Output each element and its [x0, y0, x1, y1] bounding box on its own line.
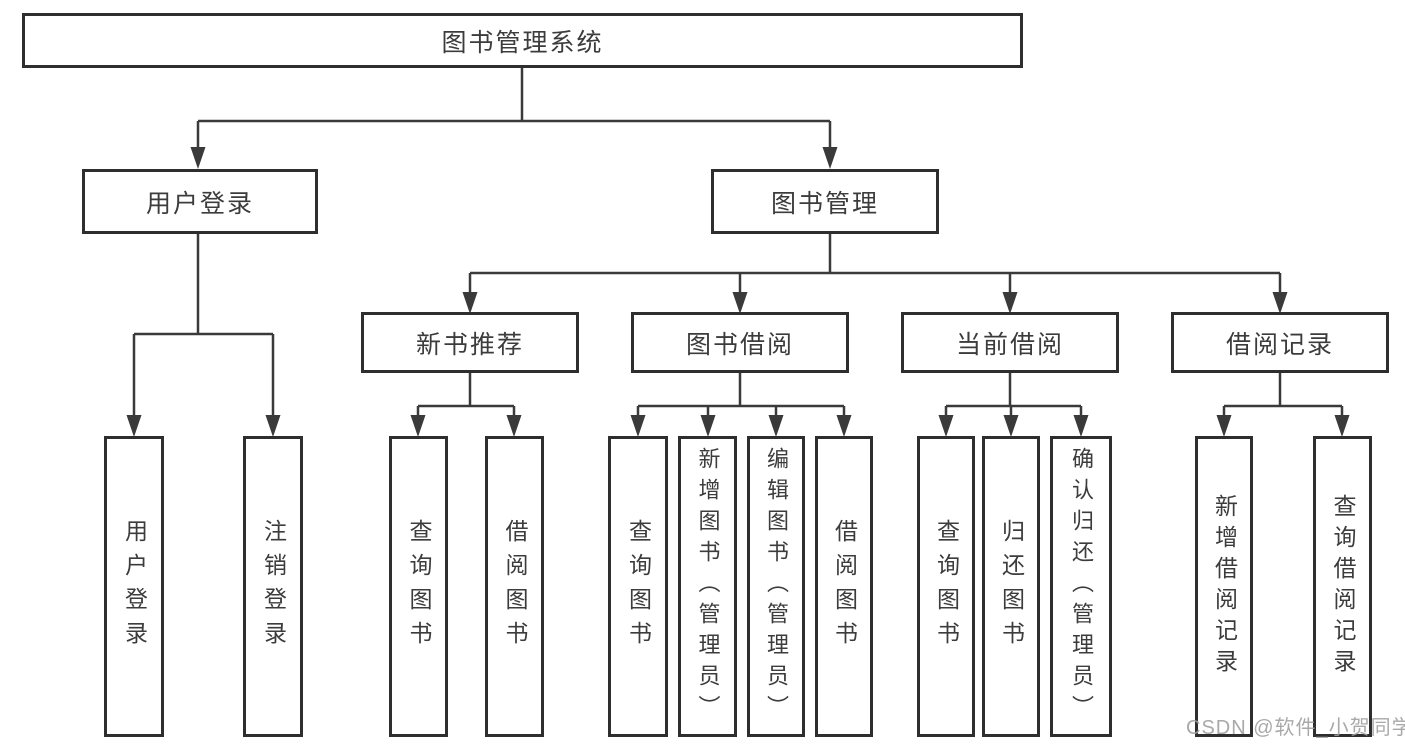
arrowhead: [1003, 415, 1019, 437]
leaf-br-query-record: 查询借阅记录: [1313, 436, 1372, 737]
leaf-rec-query-books: 查询图书: [389, 436, 448, 737]
borrow-records-fork-line: [1222, 373, 1344, 416]
leaf-br-add-record: 新增借阅记录: [1195, 436, 1253, 737]
arrowhead: [732, 292, 748, 314]
new-rec-fork-line: [416, 373, 516, 416]
leaf-bb-query-books: 查询图书: [608, 436, 668, 737]
arrowhead: [700, 415, 716, 437]
arrowhead: [1002, 292, 1018, 314]
node-root: 图书管理系统: [22, 13, 1023, 68]
node-new-book-rec: 新书推荐: [361, 312, 579, 373]
arrowhead: [410, 415, 426, 437]
arrowhead: [1073, 415, 1089, 437]
arrowhead: [1334, 415, 1350, 437]
arrowhead: [1216, 415, 1232, 437]
arrowhead: [1272, 292, 1288, 314]
arrowhead: [836, 415, 852, 437]
arrowhead: [768, 415, 784, 437]
node-book-borrow: 图书借阅: [631, 312, 849, 373]
csdn-watermark: CSDN @软件_小贺同学: [1186, 717, 1405, 739]
book-borrow-fork-line: [636, 373, 846, 416]
leaf-cur-query-books: 查询图书: [917, 436, 975, 737]
arrowhead: [126, 415, 142, 437]
node-borrow-records: 借阅记录: [1171, 312, 1389, 373]
leaf-user-login: 用户登录: [104, 436, 164, 737]
leaf-bb-add-books-admin: 新增图书（管理员）: [678, 436, 737, 737]
arrowhead: [462, 292, 478, 314]
user-login-fork-line: [132, 234, 275, 416]
arrowhead: [265, 415, 281, 437]
arrowhead: [190, 147, 206, 169]
book-mgmt-fork-line: [468, 234, 1282, 293]
arrowheads: [126, 147, 1350, 437]
arrowhead: [506, 415, 522, 437]
leaf-cur-return-books: 归还图书: [982, 436, 1040, 737]
arrowhead: [630, 415, 646, 437]
arrowhead: [822, 147, 838, 169]
current-borrow-fork-line: [944, 373, 1083, 416]
node-current-borrow: 当前借阅: [901, 312, 1119, 373]
leaf-bb-borrow-books: 借阅图书: [815, 436, 873, 737]
arrowhead: [938, 415, 954, 437]
leaf-logout: 注销登录: [243, 436, 303, 737]
node-user-login: 用户登录: [82, 169, 318, 234]
root-fork-line: [196, 68, 832, 148]
leaf-rec-borrow-books: 借阅图书: [485, 436, 544, 737]
node-book-mgmt: 图书管理: [711, 169, 939, 234]
leaf-cur-confirm-return-admin: 确认归还（管理员）: [1050, 436, 1112, 737]
leaf-bb-edit-books-admin: 编辑图书（管理员）: [747, 436, 805, 737]
